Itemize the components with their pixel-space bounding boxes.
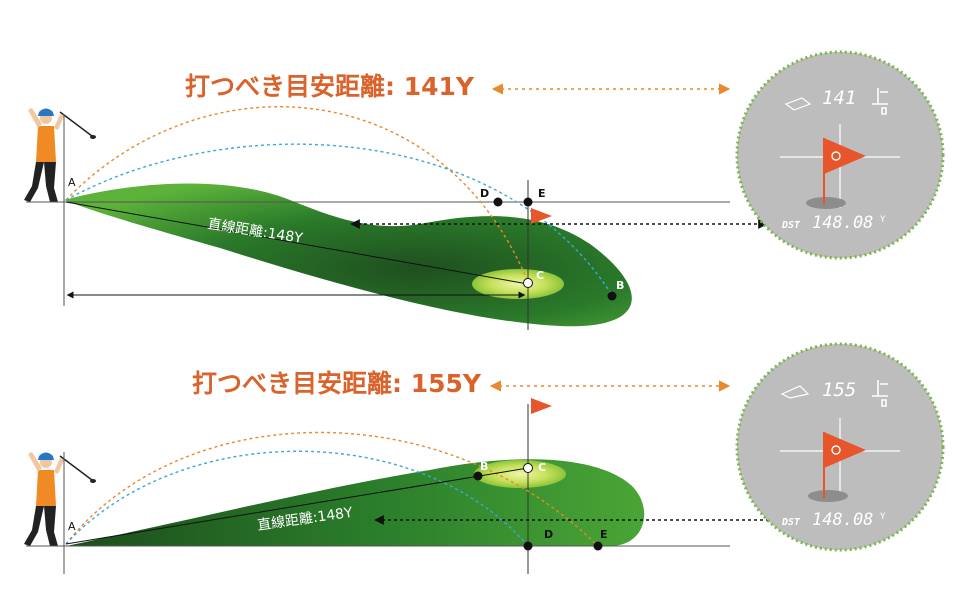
bottom-lens-hole [808, 490, 848, 502]
top-headline: 打つべき目安距離: 141Y [185, 72, 475, 101]
bottom-lens-target-ring [831, 445, 841, 455]
bottom-flag-icon [531, 398, 552, 414]
bottom-display-target: 155 [822, 379, 856, 401]
bottom-point-c-label: C [538, 461, 546, 474]
bottom-point-b [473, 471, 483, 481]
top-slope-icon [784, 97, 812, 111]
bottom-straight-line [65, 467, 529, 545]
top-point-e-label: E [538, 187, 546, 200]
bottom-blue-arc [65, 450, 529, 547]
bottom-scene: 打つべき目安距離: 155Y 直線距離:148Y A B C D E [23, 342, 945, 574]
bottom-display-dst-label: DST [781, 517, 801, 528]
top-flag-mode-icon [872, 88, 888, 115]
bottom-orange-arc [65, 431, 599, 547]
top-lens-target-ring [831, 151, 841, 161]
top-display-unit: Y [880, 215, 886, 225]
top-point-e [523, 197, 533, 207]
top-straight-line [65, 201, 529, 285]
bottom-point-e [593, 541, 603, 551]
top-scene: 打つべき目安距離: 141Y 直線距離:148Y A D E C B [23, 50, 945, 330]
top-point-b [607, 291, 617, 301]
top-display-target: 141 [822, 87, 856, 109]
top-fairway [64, 183, 632, 327]
bottom-display-distance: 148.08 [812, 510, 873, 530]
bottom-headline: 打つべき目安距離: 155Y [192, 369, 482, 398]
top-point-d-label: D [480, 187, 489, 200]
top-point-c-label: C [536, 269, 544, 282]
top-orange-arc [65, 106, 529, 283]
bottom-point-d-label: D [544, 528, 553, 541]
top-lens-hole [806, 197, 846, 209]
bottom-point-e-label: E [600, 528, 608, 541]
top-point-b-label: B [616, 279, 624, 292]
bottom-point-a-label: A [68, 520, 76, 533]
top-lens-flag-icon [824, 138, 866, 174]
top-golfer-icon [23, 107, 97, 203]
top-rangefinder-view: 141 DST 148.08 Y [735, 50, 945, 260]
top-display-dst-label: DST [781, 220, 801, 231]
bottom-point-d [523, 541, 533, 551]
bottom-point-c [523, 463, 533, 473]
bottom-rangefinder-view: 155 DST 148.08 Y [735, 342, 945, 552]
bottom-flag-mode-icon [872, 380, 888, 407]
top-flag-icon [531, 208, 552, 224]
top-point-a-label: A [68, 176, 76, 189]
bottom-golfer-icon [23, 451, 97, 547]
bottom-slope-icon [780, 385, 810, 399]
bottom-display-unit: Y [880, 512, 886, 522]
top-point-c [523, 278, 533, 288]
top-point-d [493, 197, 503, 207]
top-blue-arc [65, 143, 613, 296]
bottom-lens-flag-icon [824, 432, 866, 468]
top-display-distance: 148.08 [812, 213, 873, 233]
bottom-point-b-label: B [480, 460, 488, 473]
bottom-green [474, 460, 566, 488]
